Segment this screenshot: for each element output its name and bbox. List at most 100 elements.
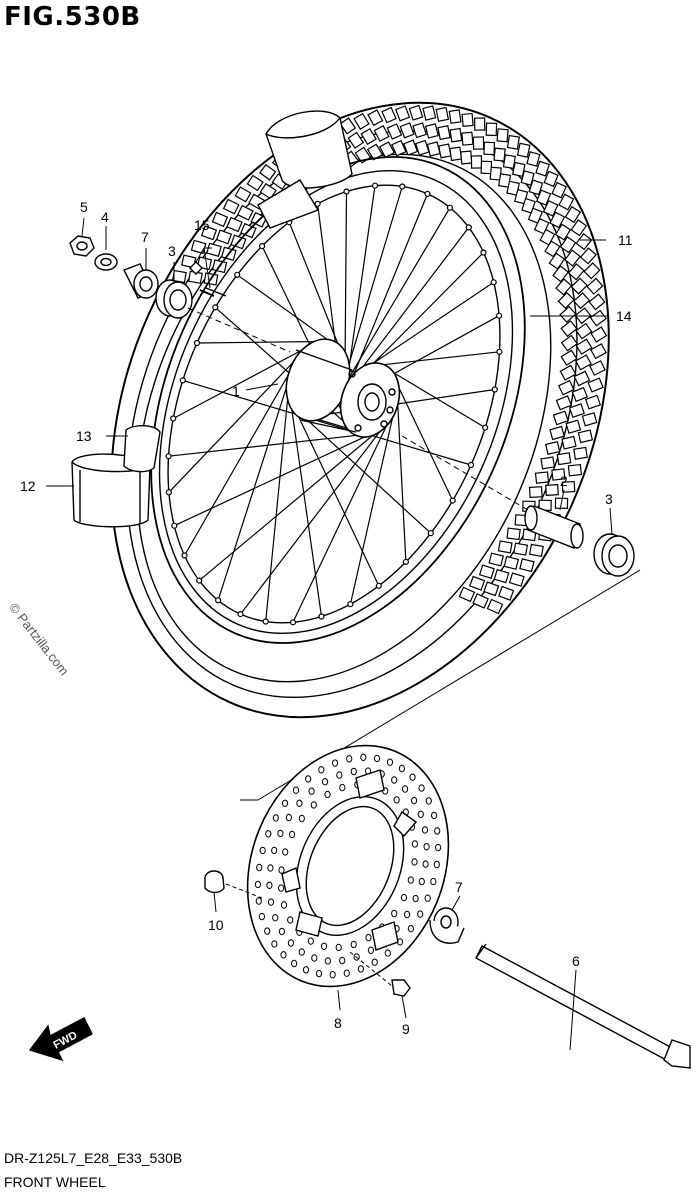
tread-knob bbox=[579, 247, 597, 265]
tread-knob bbox=[540, 456, 556, 470]
callout-5: 4 bbox=[101, 209, 109, 225]
tread-knob bbox=[483, 581, 500, 597]
spoke bbox=[347, 186, 403, 369]
tread-knob bbox=[555, 395, 573, 411]
part-7-spacer bbox=[123, 263, 159, 299]
spoke-nipple bbox=[446, 204, 453, 211]
disc-hole bbox=[384, 949, 391, 957]
tread-knob bbox=[211, 211, 229, 228]
figure-model-code: DR-Z125L7_E28_E33_530B bbox=[4, 1150, 183, 1166]
disc-hole bbox=[271, 846, 278, 855]
spoke-nipple bbox=[170, 415, 177, 422]
spoke-nipple bbox=[318, 613, 325, 620]
spoke-nipple bbox=[399, 183, 406, 190]
tread-knob bbox=[508, 572, 525, 587]
disc-hole bbox=[302, 966, 310, 974]
disc-hole bbox=[272, 914, 279, 922]
spoke bbox=[182, 379, 354, 432]
spoke bbox=[288, 221, 340, 348]
disc-hole bbox=[422, 860, 429, 868]
disc-hole bbox=[434, 827, 441, 835]
tread-knob bbox=[521, 197, 536, 214]
disc-hole bbox=[305, 775, 312, 783]
spoke bbox=[236, 274, 332, 343]
tread-knob bbox=[516, 142, 531, 158]
part-3-bearing-left bbox=[155, 279, 193, 319]
disc-hole bbox=[280, 901, 288, 909]
tread-knob bbox=[236, 204, 254, 221]
tread-knob bbox=[485, 122, 498, 137]
tread-knob bbox=[347, 131, 365, 149]
tread-knob bbox=[378, 141, 396, 159]
tread-knob bbox=[561, 480, 576, 493]
callout-2: 2 bbox=[560, 473, 568, 489]
tread-knob bbox=[570, 277, 588, 295]
tread-knob bbox=[560, 320, 578, 338]
disc-hole bbox=[423, 843, 430, 851]
disc-hole bbox=[324, 790, 331, 799]
callout-8: 8 bbox=[334, 1015, 342, 1031]
tread-knob bbox=[458, 586, 476, 603]
spoke-nipple bbox=[496, 312, 503, 319]
spoke-nipple bbox=[289, 619, 297, 626]
tread-knob bbox=[506, 527, 521, 541]
part-5-washer bbox=[94, 253, 118, 271]
disc-hole bbox=[404, 910, 411, 919]
disc-hole bbox=[267, 864, 274, 872]
tread-knob bbox=[535, 160, 550, 177]
spoke-nipple bbox=[193, 339, 201, 347]
tread-knob bbox=[408, 104, 424, 121]
disc-hole bbox=[398, 764, 405, 773]
tread-knob bbox=[588, 293, 606, 311]
callout-3-left: 3 bbox=[168, 243, 176, 259]
spoke-nipple bbox=[482, 424, 489, 431]
tread-knob bbox=[259, 182, 277, 200]
tread-knob bbox=[503, 555, 520, 570]
tread-knob bbox=[478, 564, 495, 579]
tread-knob bbox=[564, 205, 582, 224]
tread-knob bbox=[542, 200, 559, 217]
spoke-nipple bbox=[181, 552, 188, 559]
spoke bbox=[345, 185, 376, 391]
disc-hole bbox=[318, 766, 325, 774]
disc-hole bbox=[418, 784, 425, 792]
tread-knob bbox=[461, 131, 474, 146]
disc-hole bbox=[393, 796, 400, 804]
tread-knob bbox=[555, 278, 573, 296]
disc-hole bbox=[425, 797, 432, 805]
tread-knob bbox=[574, 354, 592, 371]
disc-hole bbox=[386, 758, 394, 766]
spoke-nipple bbox=[171, 522, 178, 529]
tread-knob bbox=[339, 117, 357, 135]
leader-lines bbox=[46, 217, 613, 1051]
tread-knob bbox=[552, 265, 570, 283]
disc-hole bbox=[266, 881, 273, 889]
callout-7-right: 7 bbox=[455, 879, 463, 895]
tread-knob bbox=[367, 109, 384, 127]
disc-hole bbox=[254, 880, 261, 889]
callout-1: 1 bbox=[232, 383, 240, 399]
tread-knob bbox=[353, 112, 370, 130]
tread-knob bbox=[206, 242, 222, 258]
tread-knob bbox=[586, 277, 604, 295]
disc-hole bbox=[258, 912, 265, 921]
tread-knob bbox=[449, 127, 463, 143]
disc-hole bbox=[367, 946, 374, 954]
disc-hole bbox=[292, 786, 300, 794]
disc-hole bbox=[311, 954, 318, 962]
spoke-nipple bbox=[491, 386, 498, 393]
tread-knob bbox=[497, 585, 515, 601]
part-2-spacer bbox=[524, 505, 584, 549]
tread-knob bbox=[565, 419, 582, 434]
disc-hole bbox=[412, 894, 419, 903]
disc-hole bbox=[271, 940, 278, 948]
tread-knob bbox=[190, 239, 207, 255]
spoke bbox=[344, 191, 348, 357]
spoke-nipple bbox=[467, 461, 475, 469]
disc-hole bbox=[435, 843, 442, 852]
disc-hole bbox=[418, 877, 425, 886]
spoke-nipple bbox=[480, 249, 487, 256]
tread-knob bbox=[497, 540, 513, 554]
tread-knob bbox=[534, 471, 550, 484]
tread-knob bbox=[360, 127, 377, 146]
